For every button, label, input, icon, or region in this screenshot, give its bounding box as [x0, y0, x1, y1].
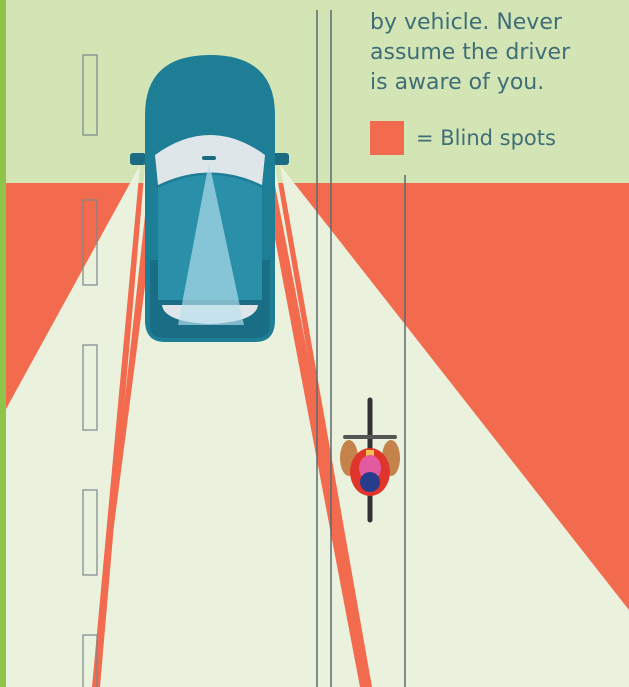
legend-label: = Blind spots: [416, 126, 556, 150]
caption-line: assume the driver: [370, 40, 571, 65]
driver-view-cone: [178, 162, 244, 325]
visible-area-rear-right: [280, 165, 629, 687]
caption-line: is aware of you.: [370, 70, 545, 95]
bike-lane-lines: [316, 10, 406, 687]
lane-dash: [82, 199, 98, 286]
left-border: [0, 0, 6, 687]
car-dome-light: [202, 156, 216, 160]
lane-dashes: [82, 54, 98, 687]
car-mirror-right: [273, 153, 289, 165]
legend: = Blind spots: [370, 120, 556, 156]
caption-line: by vehicle. Never: [370, 10, 562, 35]
cyclist-helmet-top: [360, 472, 380, 492]
lane-dash: [82, 54, 98, 136]
lane-dash: [82, 489, 98, 576]
cyclist-icon: [340, 397, 400, 523]
mirror-blind-wedge-left: [94, 170, 160, 680]
car-icon: [130, 55, 289, 342]
caption: by vehicle. Never assume the driver is a…: [370, 0, 625, 98]
car-mirror-left: [130, 153, 146, 165]
lane-dash: [82, 634, 98, 687]
visible-area-rear-left: [0, 165, 140, 687]
blind-spot-swatch: [370, 121, 404, 155]
lane-dash: [82, 344, 98, 431]
